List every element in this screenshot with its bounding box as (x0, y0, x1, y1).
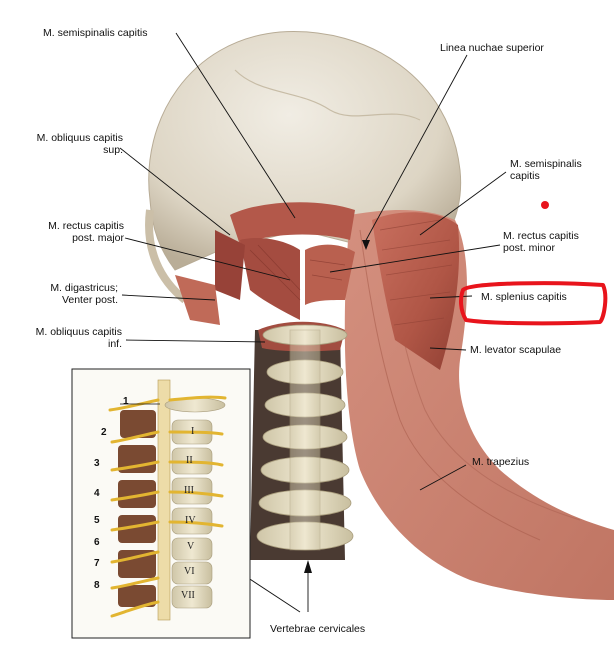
label-linea-nuchae-superior: Linea nuchae superior (440, 42, 544, 54)
label-line: M. rectus capitis (48, 220, 124, 232)
label-line: Venter post. (61, 294, 118, 306)
label-levator-scapulae: M. levator scapulae (470, 344, 562, 356)
label-line: post. major (72, 232, 124, 244)
vertebra-numeral: I (191, 426, 195, 437)
semispinalis-capitis-muscle (230, 202, 355, 245)
label-rectus-capitis-post-major: M. rectus capitis post. major (14, 220, 124, 244)
red-dot-annotation (541, 201, 549, 209)
nerve-number: 1 (123, 396, 129, 407)
label-line: M. digastricus; (50, 282, 118, 294)
label-vertebrae-cervicales: Vertebrae cervicales (270, 623, 366, 635)
rectus-capitis-major-muscle (240, 238, 300, 320)
spinal-nerves-inset (71, 368, 251, 639)
nerve-number: 4 (94, 488, 100, 499)
vertebra-numeral: IV (185, 515, 196, 526)
leader-lines (119, 32, 507, 613)
label-splenius-capitis: M. splenius capitis (481, 291, 567, 303)
vertebra-numeral: VII (181, 590, 195, 601)
highlight-annotation (459, 281, 608, 326)
vertebra-numeral: VI (184, 566, 195, 577)
nerve-number: 5 (94, 515, 100, 526)
label-digastricus: M. digastricus; Venter post. (14, 282, 118, 306)
label-obliquus-capitis-inf: M. obliquus capitis inf. (8, 326, 122, 350)
label-line: sup. (103, 144, 123, 156)
label-line: capitis (510, 170, 540, 182)
nerve-number: 8 (94, 580, 100, 591)
label-line: post. minor (503, 242, 555, 254)
label-obliquus-capitis-sup: M. obliquus capitis sup. (18, 132, 123, 156)
label-line: M. semispinalis (510, 158, 582, 170)
splenius-capitis-muscle (372, 212, 460, 370)
nerve-number: 6 (94, 537, 100, 548)
vertebra-numeral: V (187, 541, 195, 552)
label-semispinalis-capitis-left: M. semispinalis capitis (43, 27, 148, 39)
vertebra-numeral: III (184, 485, 194, 496)
label-trapezius: M. trapezius (472, 456, 530, 468)
label-semispinalis-capitis-right: M. semispinalis capitis (510, 158, 582, 182)
label-line: M. rectus capitis (503, 230, 579, 242)
label-line: inf. (107, 338, 122, 350)
cervical-vertebrae (256, 324, 354, 551)
digastricus-muscle (175, 275, 220, 325)
nerve-number: 2 (101, 427, 107, 438)
nerve-number: 3 (94, 458, 100, 469)
nerve-number: 7 (94, 558, 100, 569)
label-rectus-capitis-post-minor: M. rectus capitis post. minor (503, 230, 579, 254)
label-line: M. obliquus capitis (35, 326, 122, 338)
vertebra-numeral: II (186, 455, 193, 466)
label-line: M. obliquus capitis (36, 132, 123, 144)
rectus-capitis-minor-muscle (305, 244, 355, 305)
